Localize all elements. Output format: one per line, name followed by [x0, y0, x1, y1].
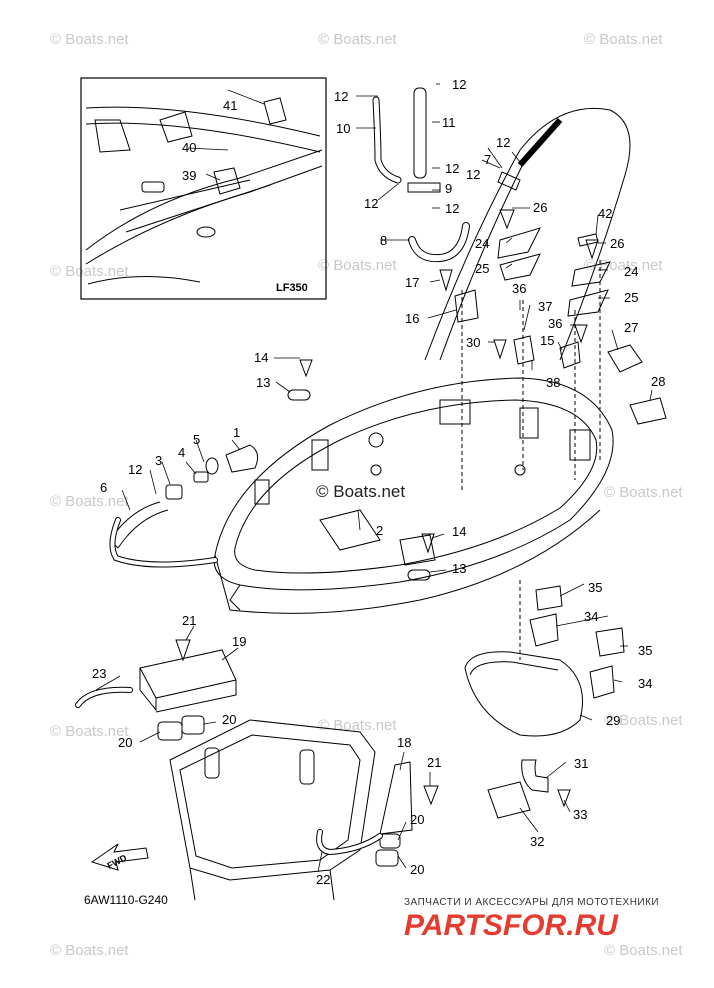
callouts: 12 12 10 11 12 9 12 12 8 12 7 12 26 42 2… — [92, 77, 665, 887]
callout-20: 20 — [118, 735, 132, 750]
callout-2: 2 — [376, 523, 383, 538]
brand-tagline: ЗАПЧАСТИ И АКСЕССУАРЫ ДЛЯ МОТОТЕХНИКИ — [404, 897, 659, 908]
callout-21: 21 — [427, 755, 441, 770]
callout-12: 12 — [445, 201, 459, 216]
callout-5: 5 — [193, 432, 200, 447]
callout-33: 33 — [573, 807, 587, 822]
callout-36: 36 — [548, 316, 562, 331]
callout-39: 39 — [182, 168, 196, 183]
callout-12: 12 — [452, 77, 466, 92]
hoses-and-parts — [109, 87, 667, 660]
watermark: © Boats.net — [50, 942, 129, 959]
callout-29: 29 — [606, 713, 620, 728]
callout-36: 36 — [512, 281, 526, 296]
callout-24: 24 — [624, 264, 638, 279]
callout-26: 26 — [610, 236, 624, 251]
callout-14: 14 — [254, 350, 268, 365]
callout-19: 19 — [232, 634, 246, 649]
callout-25: 25 — [624, 290, 638, 305]
callout-34: 34 — [584, 609, 598, 624]
diagram-code: 6AW1110-G240 — [84, 893, 168, 907]
watermark: © Boats.net — [318, 257, 397, 274]
brand-name: PARTSFOR.RU — [404, 909, 619, 942]
callout-34: 34 — [638, 676, 652, 691]
watermarks: © Boats.net © Boats.net © Boats.net © Bo… — [50, 31, 683, 959]
callout-25: 25 — [475, 261, 489, 276]
callout-10: 10 — [336, 121, 350, 136]
callout-21: 21 — [182, 613, 196, 628]
callout-13: 13 — [452, 561, 466, 576]
callout-20: 20 — [222, 712, 236, 727]
watermark: © Boats.net — [50, 31, 129, 48]
callout-18: 18 — [397, 735, 411, 750]
watermark: © Boats.net — [604, 942, 683, 959]
callout-24: 24 — [475, 236, 489, 251]
callout-12: 12 — [445, 161, 459, 176]
bottom-cowling — [109, 107, 631, 614]
callout-8: 8 — [380, 233, 387, 248]
callout-42: 42 — [598, 206, 612, 221]
callout-3: 3 — [155, 453, 162, 468]
callout-12: 12 — [466, 167, 480, 182]
callout-12: 12 — [334, 89, 348, 104]
callout-31: 31 — [574, 756, 588, 771]
callout-26: 26 — [533, 200, 547, 215]
callout-20: 20 — [410, 862, 424, 877]
callout-20: 20 — [410, 812, 424, 827]
callout-23: 23 — [92, 666, 106, 681]
callout-35: 35 — [588, 580, 602, 595]
watermark: © Boats.net — [50, 723, 129, 740]
lower-parts — [75, 585, 625, 901]
callout-11: 11 — [442, 115, 456, 130]
callout-9: 9 — [445, 181, 452, 196]
inset-label: LF350 — [276, 282, 308, 294]
leader-lines — [95, 83, 653, 873]
callout-40: 40 — [182, 140, 196, 155]
callout-7: 7 — [484, 152, 491, 167]
callout-15: 15 — [540, 333, 554, 348]
inset-view: LF350 — [80, 77, 327, 300]
watermark: © Boats.net — [50, 263, 129, 280]
callout-32: 32 — [530, 834, 544, 849]
callout-14: 14 — [452, 524, 466, 539]
watermark: © Boats.net — [318, 31, 397, 48]
callout-30: 30 — [466, 335, 480, 350]
callout-16: 16 — [405, 311, 419, 326]
callout-12: 12 — [128, 462, 142, 477]
callout-17: 17 — [405, 275, 419, 290]
callout-13: 13 — [256, 375, 270, 390]
watermark-center: © Boats.net — [316, 482, 405, 501]
watermark: © Boats.net — [604, 712, 683, 729]
callout-27: 27 — [624, 320, 638, 335]
callout-22: 22 — [316, 872, 330, 887]
watermark: © Boats.net — [584, 31, 663, 48]
callout-6: 6 — [100, 480, 107, 495]
callout-28: 28 — [651, 374, 665, 389]
watermark: © Boats.net — [50, 493, 129, 510]
callout-12: 12 — [364, 196, 378, 211]
callout-12: 12 — [496, 135, 510, 150]
callout-37: 37 — [538, 299, 552, 314]
callout-35: 35 — [638, 643, 652, 658]
watermark: © Boats.net — [604, 484, 683, 501]
callout-38: 38 — [546, 375, 560, 390]
callout-41: 41 — [223, 98, 237, 113]
callout-4: 4 — [178, 445, 185, 460]
callout-1: 1 — [233, 425, 240, 440]
brand-logo: ЗАПЧАСТИ И АКСЕССУАРЫ ДЛЯ МОТОТЕХНИКИ PA… — [404, 897, 659, 942]
